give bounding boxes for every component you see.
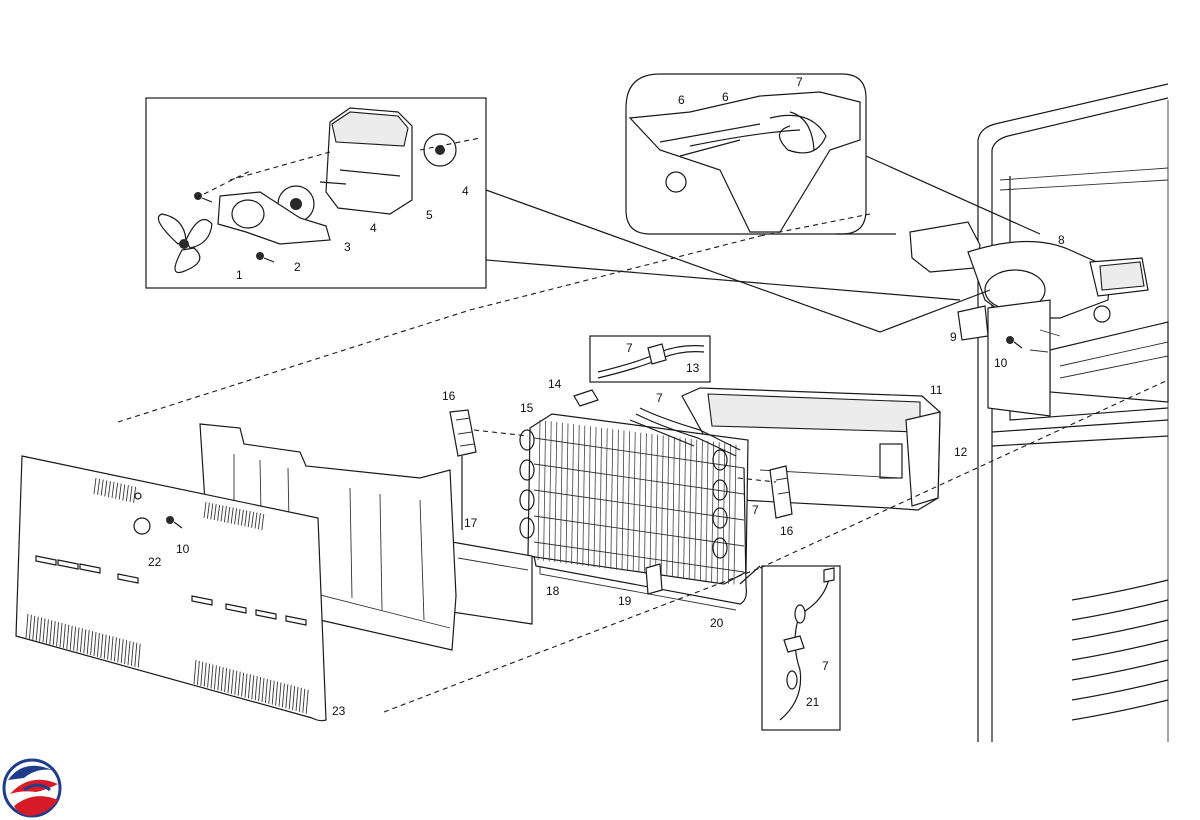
grille-slot <box>255 609 277 620</box>
callout-17: 17 <box>464 516 478 530</box>
clip-16-left <box>449 409 477 457</box>
callout-20: 20 <box>710 616 724 630</box>
callout-7b: 7 <box>626 341 633 355</box>
grille-slot <box>79 563 101 574</box>
callout-4a: 4 <box>370 221 377 235</box>
callout-15: 15 <box>520 401 534 415</box>
callout-11: 11 <box>930 383 943 397</box>
fan-motor-inset <box>145 97 487 289</box>
fan-shroud-bracket <box>909 221 1149 417</box>
wire-inset-13 <box>589 335 711 383</box>
heater-clip-19 <box>645 563 663 595</box>
defrost-heater <box>533 467 747 605</box>
callout-7c: 7 <box>656 391 663 405</box>
callout-1: 1 <box>236 268 243 282</box>
callout-4b: 4 <box>462 184 469 198</box>
callout-9: 9 <box>950 330 957 344</box>
defrost-sensor-14 <box>573 389 599 407</box>
screw-10-right <box>1006 336 1023 349</box>
grille-slot <box>225 603 247 614</box>
grille-slot <box>285 615 307 626</box>
callout-13: 13 <box>686 361 700 375</box>
callout-6b: 6 <box>722 90 729 104</box>
front-grille-slots <box>25 477 309 714</box>
grille-slot <box>191 595 213 606</box>
callout-3: 3 <box>344 240 351 254</box>
coil-fins <box>533 419 745 585</box>
refrigerator-cabinet <box>977 83 1169 742</box>
wire-inset-21 <box>761 565 841 731</box>
callout-6a: 6 <box>678 93 685 107</box>
brand-logo <box>2 758 62 818</box>
callout-7a: 7 <box>796 75 803 89</box>
callout-23: 23 <box>332 704 346 718</box>
callout-16a: 16 <box>442 389 456 403</box>
callout-2: 2 <box>294 260 301 274</box>
drain-trough-18 <box>451 541 533 625</box>
callout-18: 18 <box>546 584 560 598</box>
screw-10-left <box>166 516 183 529</box>
callout-7e: 7 <box>822 659 829 673</box>
cabinet-drawer-grille <box>1071 579 1169 721</box>
callout-7d: 7 <box>752 503 759 517</box>
callout-14: 14 <box>548 377 562 391</box>
callout-21: 21 <box>806 695 820 709</box>
grille-slot <box>117 573 139 584</box>
callout-8: 8 <box>1058 233 1065 247</box>
clip-16-right <box>769 465 793 519</box>
callout-5: 5 <box>426 208 433 222</box>
callout-10b: 10 <box>176 542 190 556</box>
grille-slot <box>57 559 79 570</box>
grille-slot <box>35 555 57 566</box>
leader-lines <box>117 155 1169 713</box>
callout-12: 12 <box>954 445 968 459</box>
callout-labels: 1 2 3 4 4 5 6 6 7 7 7 7 7 8 9 10 10 11 1… <box>148 75 1065 718</box>
callout-10a: 10 <box>994 356 1008 370</box>
callout-19: 19 <box>618 594 632 608</box>
evaporator-coil <box>519 407 749 585</box>
front-grille-panel <box>15 455 327 722</box>
callout-22: 22 <box>148 555 162 569</box>
callout-16b: 16 <box>780 524 794 538</box>
thermostat-inset <box>625 73 867 235</box>
brand-swirl-icon <box>2 758 62 818</box>
